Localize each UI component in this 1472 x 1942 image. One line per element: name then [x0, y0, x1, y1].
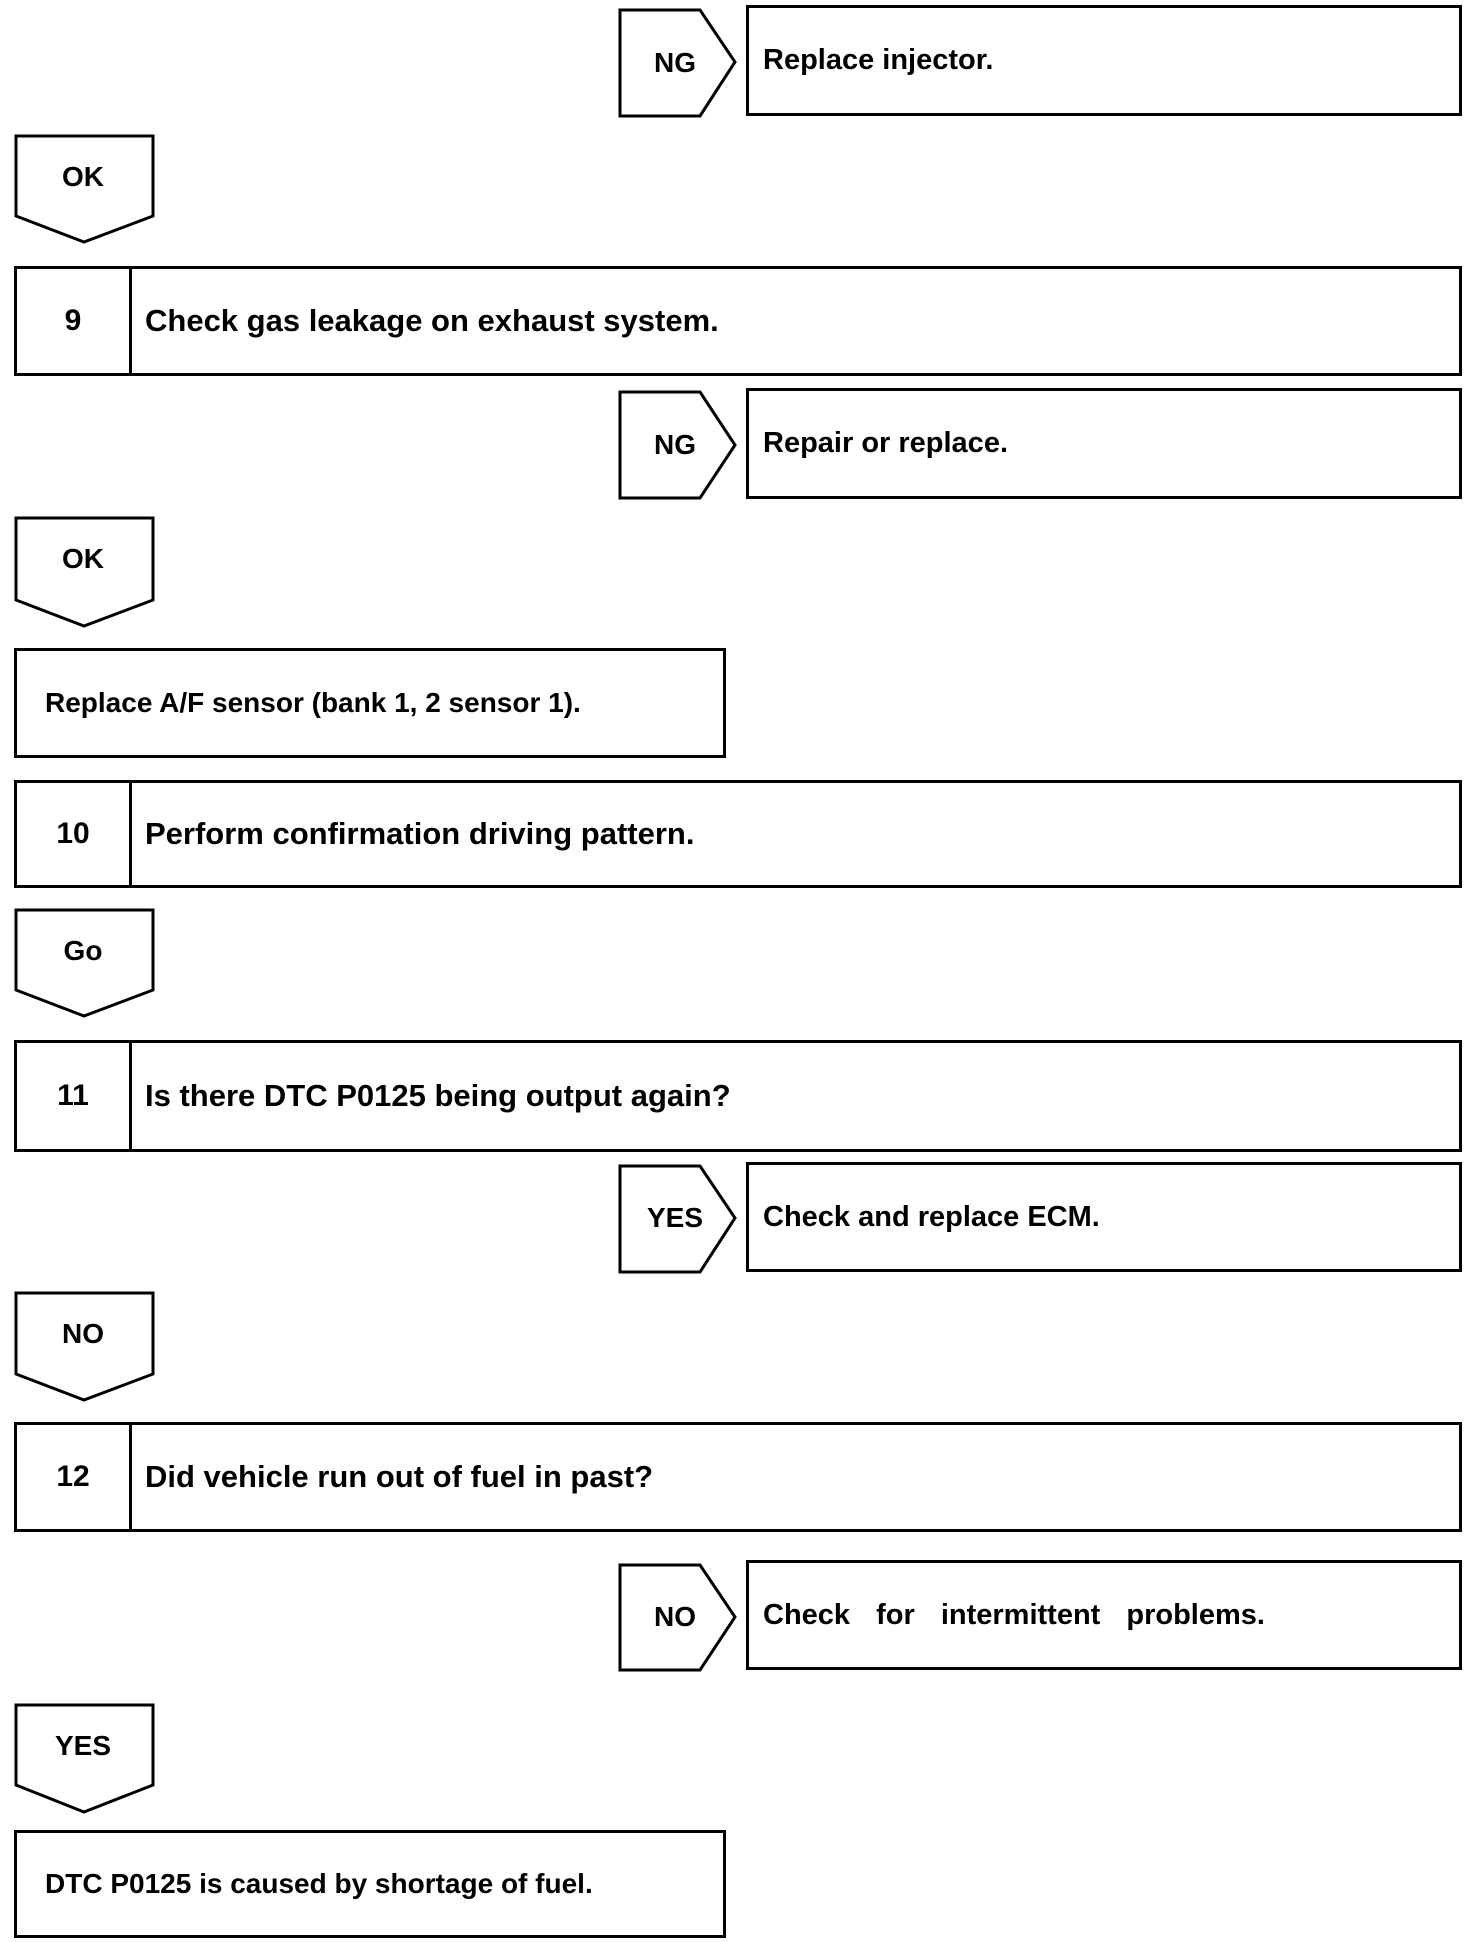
step-text: Is there DTC P0125 being output again? [145, 1078, 731, 1113]
step-9: 9 Check gas leakage on exhaust system. [14, 266, 1462, 376]
branch-label-ng-1: NG [654, 47, 696, 78]
step-number: 10 [17, 783, 132, 885]
action-shortage-of-fuel: DTC P0125 is caused by shortage of fuel. [14, 1830, 726, 1938]
step-11: 11 Is there DTC P0125 being output again… [14, 1040, 1462, 1152]
down-label-ok-1: OK [62, 161, 104, 192]
down-label-go: Go [63, 935, 103, 966]
step-10: 10 Perform confirmation driving pattern. [14, 780, 1462, 888]
down-label-ok-2: OK [62, 543, 104, 574]
step-text: Did vehicle run out of fuel in past? [145, 1459, 654, 1494]
step-text: Perform confirmation driving pattern. [145, 816, 695, 851]
action-replace-af-sensor: Replace A/F sensor (bank 1, 2 sensor 1). [14, 648, 726, 758]
down-label-no: NO [62, 1318, 104, 1349]
result-check-replace-ecm: Check and replace ECM. [746, 1162, 1462, 1272]
branch-label-ng-2: NG [654, 429, 696, 460]
step-number: 9 [17, 269, 132, 373]
step-number: 12 [17, 1425, 132, 1529]
result-check-intermittent: Check for intermittent problems. [746, 1560, 1462, 1670]
step-number: 11 [17, 1043, 132, 1149]
branch-label-no: NO [654, 1601, 696, 1632]
result-repair-or-replace: Repair or replace. [746, 388, 1462, 499]
step-12: 12 Did vehicle run out of fuel in past? [14, 1422, 1462, 1532]
down-label-yes: YES [54, 1730, 112, 1761]
branch-label-yes: YES [646, 1202, 704, 1233]
result-replace-injector: Replace injector. [746, 5, 1462, 116]
step-text: Check gas leakage on exhaust system. [145, 303, 719, 338]
